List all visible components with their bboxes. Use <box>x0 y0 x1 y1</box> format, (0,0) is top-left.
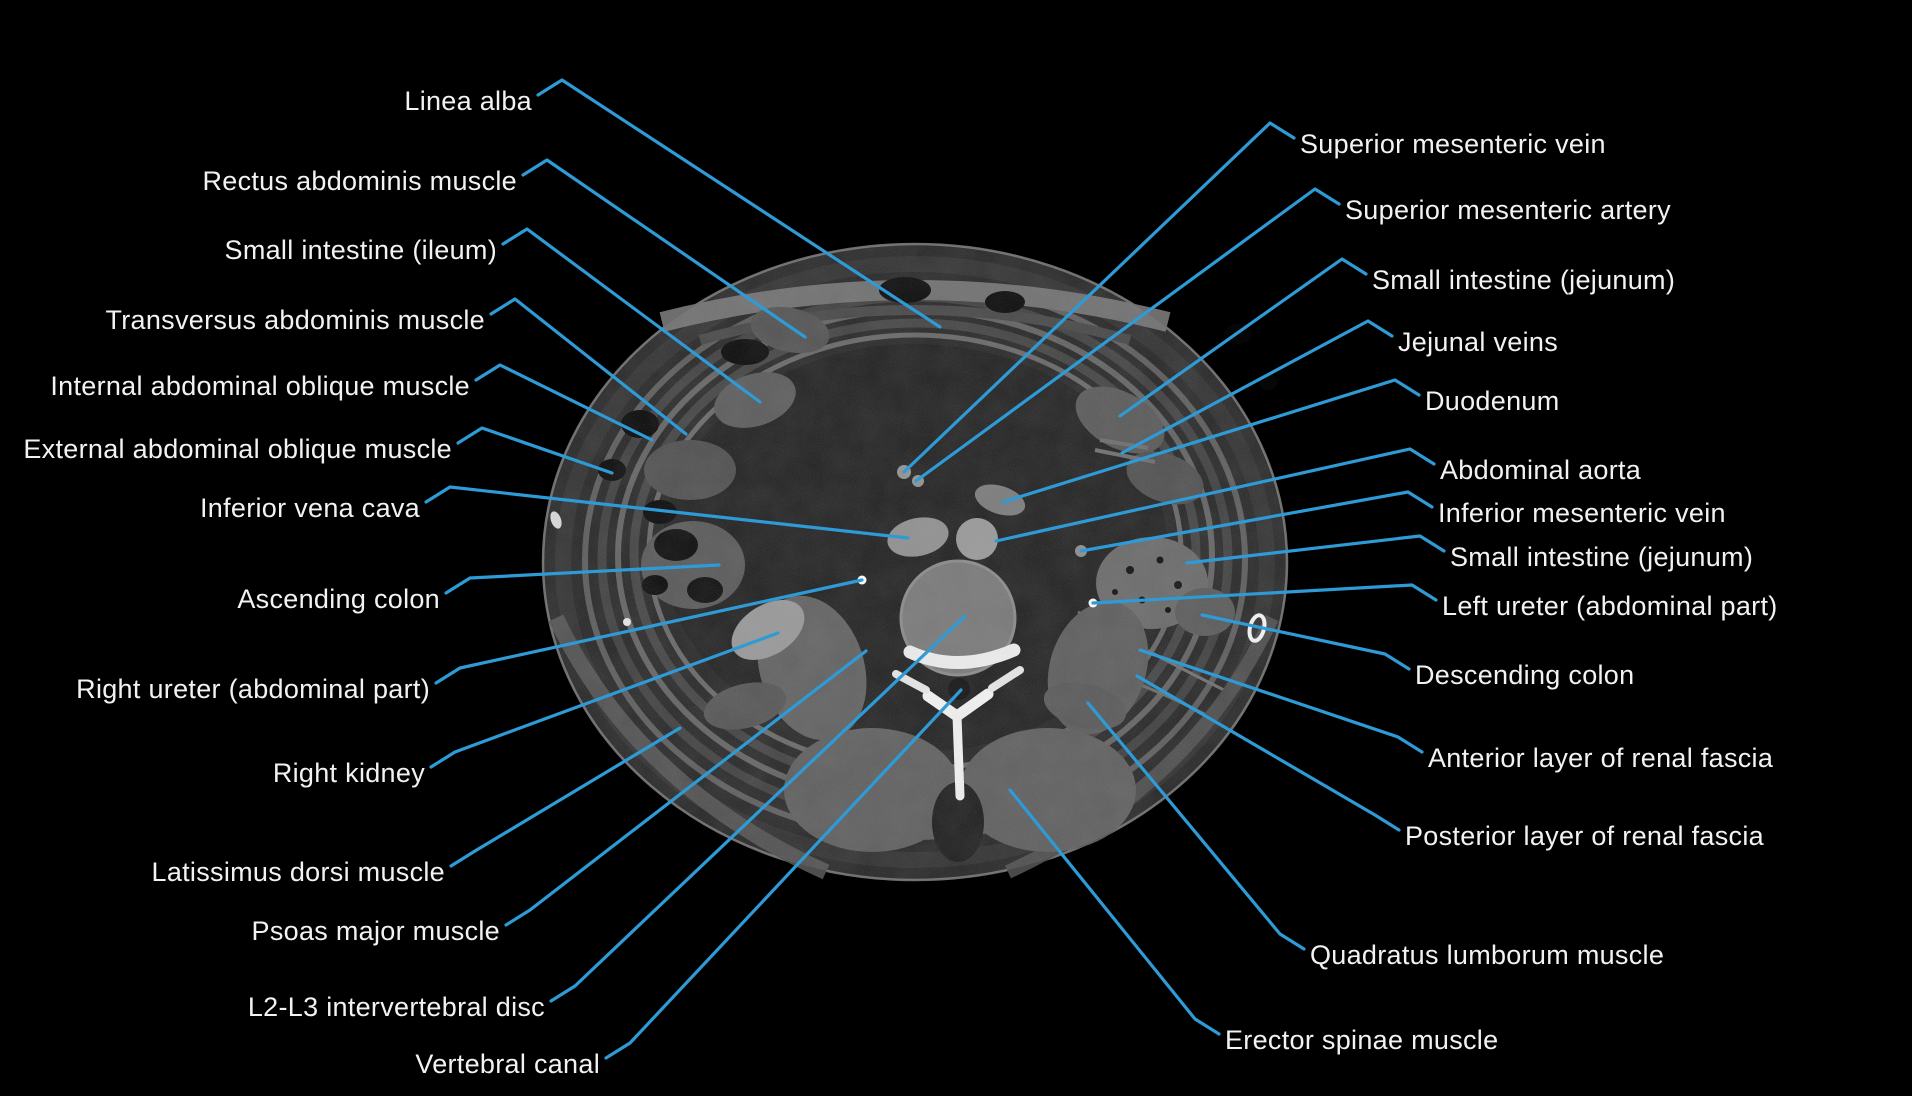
leader-line <box>429 631 780 769</box>
leader-line <box>1135 674 1401 832</box>
leader-line <box>434 578 864 685</box>
anatomy-label: Inferior vena cava <box>199 493 420 523</box>
leader-lines <box>424 78 1446 1060</box>
anatomy-label: Posterior layer of renal fascia <box>1405 821 1764 851</box>
leader-line <box>914 187 1341 483</box>
leader-line <box>501 227 762 404</box>
anatomy-label: Erector spinae muscle <box>1225 1025 1499 1055</box>
anatomy-label: Descending colon <box>1415 660 1635 690</box>
leader-line <box>474 363 654 442</box>
leader-line <box>1001 378 1421 504</box>
anatomy-label: Anterior layer of renal fascia <box>1428 743 1774 773</box>
leader-line <box>994 447 1436 543</box>
leader-line <box>902 121 1296 474</box>
anatomy-label: Vertebral canal <box>415 1049 600 1079</box>
leader-line <box>504 649 868 927</box>
anatomy-label: Small intestine (ileum) <box>224 235 497 265</box>
leader-line <box>536 78 942 329</box>
anatomy-label: Latissimus dorsi muscle <box>151 857 445 887</box>
anatomy-label: Quadratus lumborum muscle <box>1310 940 1665 970</box>
anatomy-label: External abdominal oblique muscle <box>23 434 452 464</box>
anatomy-label: Rectus abdominis muscle <box>202 166 517 196</box>
leader-line <box>549 614 967 1003</box>
leader-line <box>1091 583 1438 605</box>
leader-line <box>1118 257 1368 418</box>
anatomy-label: Superior mesenteric artery <box>1345 195 1671 225</box>
anatomy-label: Inferior mesenteric vein <box>1438 498 1726 528</box>
anatomy-label: Right kidney <box>272 758 425 788</box>
anatomy-label: Psoas major muscle <box>251 916 500 946</box>
leader-line <box>1185 534 1446 565</box>
leader-line <box>456 426 614 475</box>
anatomy-label: Right ureter (abdominal part) <box>76 674 430 704</box>
anatomy-label: Transversus abdominis muscle <box>105 305 485 335</box>
anatomy-label: Linea alba <box>404 86 532 116</box>
anatomy-label: Left ureter (abdominal part) <box>1442 591 1778 621</box>
anatomy-label: Abdominal aorta <box>1440 455 1642 485</box>
anatomy-label: Duodenum <box>1425 386 1560 416</box>
leader-line <box>1079 490 1434 553</box>
leader-line <box>1120 319 1394 455</box>
anatomy-label: Internal abdominal oblique muscle <box>50 371 470 401</box>
leader-line <box>444 563 721 595</box>
leader-line <box>449 726 682 868</box>
anatomy-label: L2-L3 intervertebral disc <box>247 992 545 1022</box>
anatomy-label: Ascending colon <box>237 584 440 614</box>
anatomy-label: Jejunal veins <box>1398 327 1558 357</box>
anatomy-label: Superior mesenteric vein <box>1300 129 1606 159</box>
leader-line <box>1138 648 1424 754</box>
leader-line <box>604 688 963 1060</box>
leader-line <box>1200 613 1411 671</box>
anatomy-label: Small intestine (jejunum) <box>1372 265 1676 295</box>
leader-line <box>1008 788 1221 1036</box>
leader-line <box>424 485 910 540</box>
leader-line <box>521 158 807 339</box>
leader-line <box>489 297 688 436</box>
anatomy-label: Small intestine (jejunum) <box>1450 542 1754 572</box>
leader-line <box>1086 701 1306 951</box>
